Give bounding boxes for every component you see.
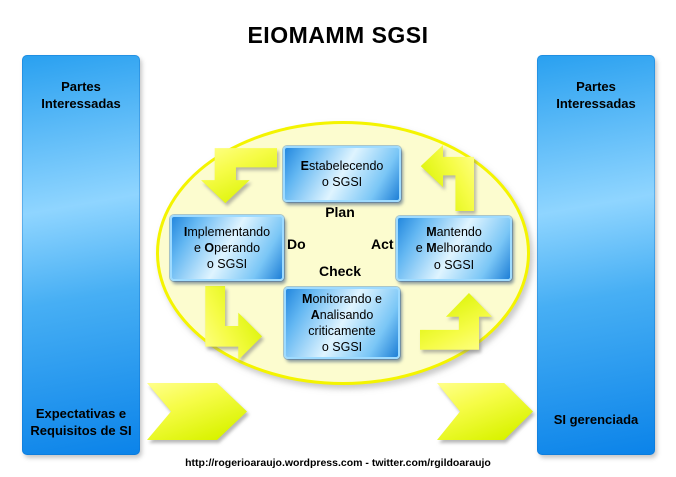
arrow-mantendo-to-estabelecendo-icon bbox=[420, 145, 475, 211]
node-line: Estabelecendo bbox=[300, 158, 384, 173]
node-line: criticamente bbox=[308, 324, 376, 338]
right-bar-top-label: Partes Interessadas bbox=[556, 79, 636, 111]
node-line: o SGSI bbox=[433, 257, 475, 272]
node-implementando: Implementando e Operando o SGSI bbox=[170, 215, 284, 281]
input-flow-arrow-icon bbox=[147, 383, 247, 440]
label-plan: Plan bbox=[325, 204, 355, 220]
node-line: Implementando bbox=[183, 224, 271, 239]
right-bar-bottom-label: SI gerenciada bbox=[553, 412, 639, 428]
node-line: Mantendo bbox=[426, 225, 482, 240]
page-title: EIOMAMM SGSI bbox=[247, 22, 429, 48]
node-line: Analisando bbox=[310, 307, 374, 322]
node-estabelecendo: Estabelecendo o SGSI bbox=[283, 146, 401, 202]
node-line: e Operando bbox=[193, 240, 261, 255]
node-line: o SGSI bbox=[206, 257, 248, 272]
node-mantendo: Mantendo e Melhorando o SGSI bbox=[396, 216, 512, 281]
left-stakeholders-bar: Partes Interessadas Expectativas e Requi… bbox=[22, 55, 140, 455]
label-check: Check bbox=[318, 263, 362, 279]
left-bar-bottom-label: Expectativas e Requisitos de SI bbox=[30, 406, 132, 439]
node-line: o SGSI bbox=[321, 340, 363, 355]
node-line: o SGSI bbox=[321, 175, 363, 189]
arrow-monitorando-to-mantendo-icon bbox=[420, 292, 492, 350]
arrow-estabelecendo-to-implementando-icon bbox=[201, 148, 277, 204]
node-line: Monitorando e bbox=[302, 291, 382, 306]
right-stakeholders-bar: Partes Interessadas SI gerenciada bbox=[537, 55, 655, 455]
footer-url: http://rogerioaraujo.wordpress.com - twi… bbox=[185, 457, 491, 469]
node-monitorando: Monitorando e Analisando criticamente o … bbox=[284, 287, 400, 359]
output-flow-arrow-icon bbox=[437, 383, 533, 440]
label-do: Do bbox=[287, 236, 306, 252]
node-line: e Melhorando bbox=[415, 241, 493, 256]
left-bar-top-label: Partes Interessadas bbox=[41, 79, 121, 111]
arrow-implementando-to-monitorando-icon bbox=[205, 286, 263, 360]
label-act: Act bbox=[371, 236, 394, 252]
